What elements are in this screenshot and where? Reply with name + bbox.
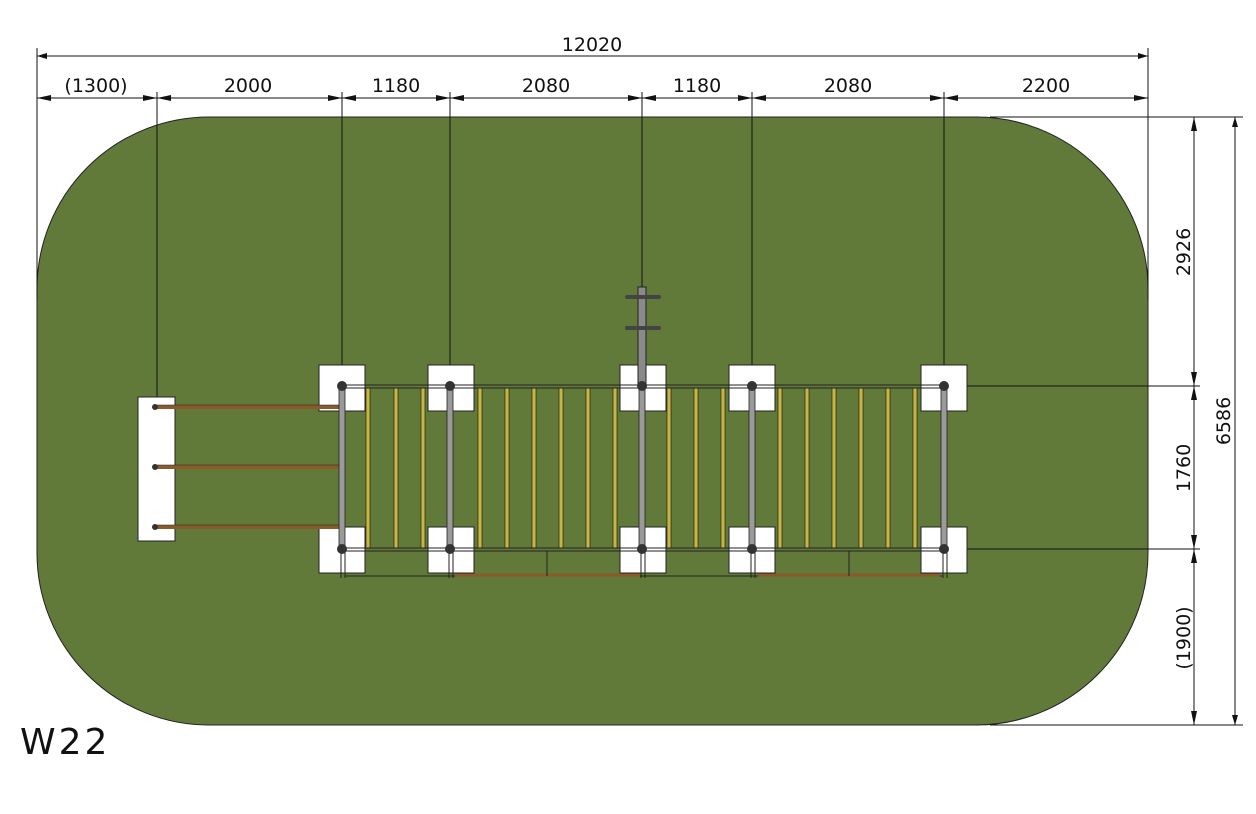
rung bbox=[612, 387, 618, 549]
dim-arrow bbox=[436, 95, 450, 101]
post-top bbox=[337, 381, 347, 391]
rung bbox=[666, 387, 672, 549]
rung bbox=[504, 387, 510, 549]
dim-arrow bbox=[752, 95, 766, 101]
rung bbox=[885, 387, 891, 549]
dim-arrow bbox=[930, 95, 944, 101]
rung bbox=[393, 387, 399, 549]
dim-arrow bbox=[328, 95, 342, 101]
depth-segment-1: 2926 bbox=[1173, 228, 1195, 276]
frame-upright bbox=[446, 384, 454, 552]
dim-arrow bbox=[642, 95, 656, 101]
rung bbox=[804, 387, 810, 549]
beam-bolt bbox=[152, 404, 158, 410]
dim-segment-7: 2200 bbox=[1022, 75, 1070, 97]
top-dimensions: 12020 (1300) 2000 1180 2080 1180 2080 22… bbox=[36, 34, 1149, 400]
rung bbox=[420, 387, 426, 549]
depth-segment-2: 1760 bbox=[1173, 444, 1195, 492]
rung bbox=[831, 387, 837, 549]
rung bbox=[477, 387, 483, 549]
frame-upright bbox=[748, 384, 756, 552]
dim-arrow bbox=[1191, 711, 1197, 725]
climbing-frame bbox=[137, 286, 968, 578]
frame-upright bbox=[638, 384, 646, 552]
dim-arrow bbox=[342, 95, 356, 101]
dim-segment-2: 2000 bbox=[224, 75, 272, 97]
overall-width-label: 12020 bbox=[562, 34, 622, 56]
safety-surface bbox=[36, 116, 1149, 726]
post-top bbox=[445, 544, 455, 554]
dim-arrow bbox=[37, 95, 51, 101]
dim-arrow bbox=[1191, 372, 1197, 386]
post-top bbox=[337, 544, 347, 554]
post-top bbox=[939, 381, 949, 391]
post-top bbox=[637, 381, 647, 391]
post-top bbox=[747, 544, 757, 554]
dim-arrow bbox=[1191, 386, 1197, 400]
overall-depth-label: 6586 bbox=[1213, 397, 1235, 445]
frame-upright bbox=[940, 384, 948, 552]
dim-arrow bbox=[450, 95, 464, 101]
rung bbox=[365, 387, 371, 549]
dim-arrow bbox=[1191, 117, 1197, 131]
center-mast bbox=[637, 286, 647, 388]
dim-arrow bbox=[157, 95, 171, 101]
beam-bolt bbox=[152, 464, 158, 470]
depth-segment-3: (1900) bbox=[1173, 606, 1195, 669]
right-dimensions: 6586 2926 1760 (1900) bbox=[966, 116, 1243, 726]
dim-arrow bbox=[143, 95, 157, 101]
rung bbox=[720, 387, 726, 549]
rung bbox=[912, 387, 918, 549]
rung bbox=[531, 387, 537, 549]
post-top bbox=[747, 381, 757, 391]
dim-segment-1: (1300) bbox=[64, 75, 127, 97]
post-top bbox=[939, 544, 949, 554]
dim-arrow bbox=[1191, 549, 1197, 563]
post-top bbox=[445, 381, 455, 391]
dim-arrow bbox=[738, 95, 752, 101]
dim-arrow bbox=[1134, 95, 1148, 101]
dim-segment-4: 2080 bbox=[522, 75, 570, 97]
frame-upright bbox=[338, 384, 346, 552]
post-top bbox=[637, 544, 647, 554]
dim-segment-3: 1180 bbox=[372, 75, 420, 97]
dim-arrow bbox=[628, 95, 642, 101]
dim-arrow bbox=[1191, 535, 1197, 549]
product-code: W22 bbox=[20, 722, 110, 763]
rung bbox=[585, 387, 591, 549]
dim-segment-5: 1180 bbox=[673, 75, 721, 97]
dim-segment-6: 2080 bbox=[824, 75, 872, 97]
rung bbox=[777, 387, 783, 549]
rung bbox=[858, 387, 864, 549]
beam-bolt bbox=[152, 524, 158, 530]
dim-arrow bbox=[944, 95, 958, 101]
rung bbox=[558, 387, 564, 549]
rung bbox=[693, 387, 699, 549]
